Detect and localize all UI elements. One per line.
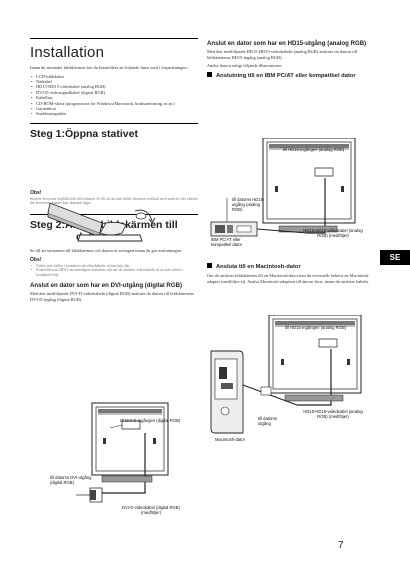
right-column: Anslut en dator som har en HD15-utgång (… <box>207 40 373 82</box>
stand-illustration <box>47 202 156 242</box>
hd15-text2: Anslut datorn enligt följande illustrati… <box>207 63 282 69</box>
step1-note-title: Obs! <box>30 189 42 196</box>
installation-heading: Installation <box>30 38 198 61</box>
ibm-connection-diagram <box>210 138 356 237</box>
square-bullet-icon <box>207 263 212 268</box>
mac-output-label: till datorns utgång <box>258 416 278 426</box>
list-item: Snabbstartguiden <box>31 111 198 117</box>
mac-input-label: till HD15-ingången (analog RGB) <box>285 325 347 330</box>
ibm-pc-label: IBM PC/AT eller kompatibel dator <box>211 237 242 247</box>
ibm-cable-label: HD15-HD15-videokabel (analog RGB) (medfö… <box>303 228 363 238</box>
dvi-output-label: till datorns DVI-utgång (digital RGB) <box>50 475 92 485</box>
page-number: 7 <box>338 540 344 551</box>
dvi-cable-label: DVI-D-videokabel (digital RGB) (medfölje… <box>122 505 180 515</box>
step1-heading: Steg 1:Öppna stativet <box>30 122 198 140</box>
step2-note-title: Obs! <box>30 256 42 263</box>
ibm-output-label: till datorns HD15-utgång (analog RGB) <box>232 197 265 212</box>
list-item: Garantikort <box>31 106 198 112</box>
dvi-heading: Anslut en dator som har en DVI-utgång (d… <box>30 281 183 289</box>
package-contents-list: LCD-bildskärm Nätkabel HD15-HD15-videoka… <box>30 74 198 118</box>
mac-heading: Ansluta till en Macintosh-dator <box>207 263 373 271</box>
mac-text: Om du ansluter bildskärmen till en Macin… <box>207 273 370 284</box>
mac-pc-label: Macintosh-dator <box>215 437 246 442</box>
list-item: CD-ROM-skiva (programvara för Windows/Ma… <box>31 101 198 107</box>
list-item: Kontrollera att HD15-anslutningens konta… <box>31 268 198 277</box>
step2-intro: Se till att strömmen till bildskärmen oc… <box>30 248 182 254</box>
step1-note: Stativet levereras hopfällt från tillver… <box>30 196 198 206</box>
dvi-text: Med den medföljande DVI-D-videokabeln (d… <box>30 291 194 302</box>
list-item: Kabelhus <box>31 95 198 101</box>
hd15-heading: Anslut en dator som har en HD15-utgång (… <box>207 40 367 47</box>
dvi-input-label: till DVI-D-ingången (digital RGB) <box>120 418 181 423</box>
mac-cable-label: HD15-HD15-videokabel (analog RGB) (medfö… <box>303 409 363 419</box>
hd15-text: Med den medföljande HD15-HD15-videokabel… <box>207 49 358 60</box>
list-item: Nätkabel <box>31 79 198 85</box>
list-item: HD15-HD15-videokabel (analog RGB) <box>31 84 198 90</box>
list-item: LCD-bildskärm <box>31 74 198 80</box>
language-tab: SE <box>380 250 410 265</box>
list-item: DVI-D-videosignalkabel (digital RGB) <box>31 90 198 96</box>
square-bullet-icon <box>207 71 212 77</box>
ibm-input-label: till HD15-ingången (analog RGB) <box>283 147 345 152</box>
ibm-heading: Anslutning till en IBM PC/AT eller kompa… <box>207 71 373 80</box>
left-column: Installation Innan du använder bildskärm… <box>30 38 198 305</box>
mac-connection-diagram <box>210 315 362 434</box>
dvi-connection-diagram <box>76 402 169 503</box>
list-item: Vidrör inte stiften i kontakten på video… <box>31 264 198 269</box>
installation-intro: Innan du använder bildskärmen bör du kon… <box>30 65 188 70</box>
step2-notes: Vidrör inte stiften i kontakten på video… <box>30 264 198 278</box>
mac-section: Ansluta till en Macintosh-dator Om du an… <box>207 263 373 287</box>
